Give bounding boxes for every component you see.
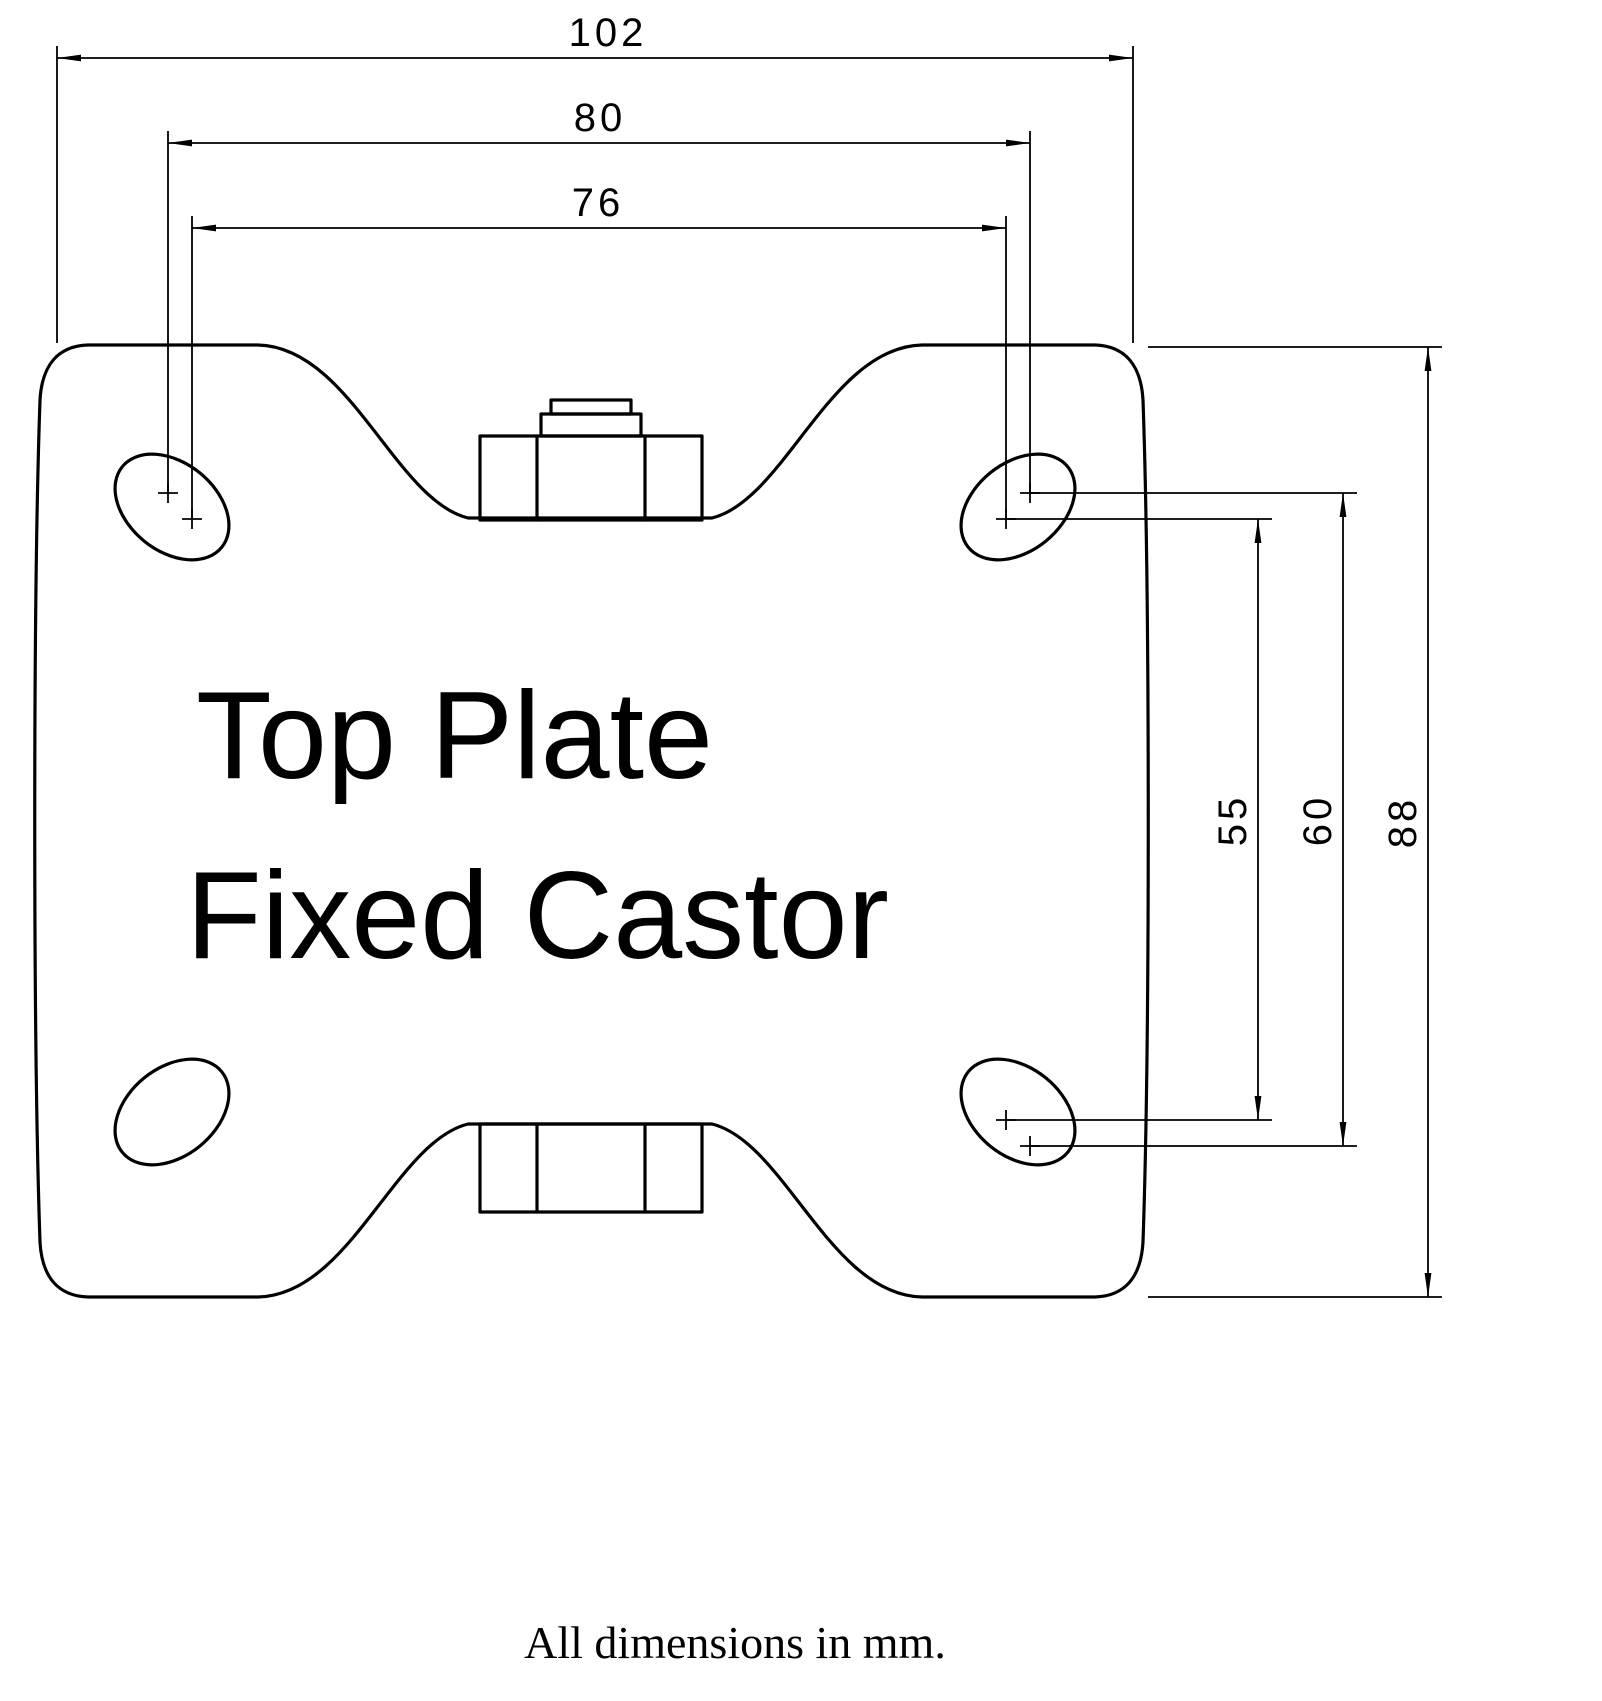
units-caption: All dimensions in mm. [524, 1617, 946, 1668]
bolt-hole-top-left [113, 452, 231, 562]
hex-nut-top [478, 398, 704, 522]
plate-title: Top Plate Fixed Castor [186, 667, 889, 985]
bolt-hole-bottom-left [113, 1057, 231, 1167]
bolt-tip-top-thread [549, 398, 633, 416]
bolt-hole-bottom-right [959, 1057, 1077, 1167]
dimension-overall-width: 102 [56, 11, 1134, 343]
dimension-bolt-spacing-inner-y: 55 [1006, 518, 1272, 1121]
bolt-hole-top-right [959, 452, 1077, 562]
hex-nut-bottom-body [478, 1122, 704, 1214]
dimension-label-bolt-spacing-outer-x: 80 [574, 96, 627, 140]
dimension-label-bolt-spacing-outer-y: 60 [1296, 794, 1340, 847]
dimension-bolt-spacing-outer-y: 60 [1030, 492, 1357, 1147]
dimension-label-bolt-spacing-inner-y: 55 [1211, 794, 1255, 847]
plate-outline [33, 343, 1150, 1299]
plate-title-line1: Top Plate [196, 667, 713, 805]
hex-nut-bottom [478, 1122, 704, 1214]
hex-nut-top-body [478, 434, 704, 522]
bolt-holes [113, 452, 1077, 1167]
dimension-label-overall-height: 88 [1381, 796, 1425, 849]
plate-title-line2: Fixed Castor [186, 847, 889, 985]
dimension-label-bolt-spacing-inner-x: 76 [572, 181, 625, 225]
hole-center-cross-marks [158, 483, 1040, 1156]
dimension-label-overall-width: 102 [569, 11, 648, 55]
top-plate-body [33, 343, 1150, 1299]
dimension-overall-height: 88 [1148, 346, 1442, 1298]
dimension-bolt-spacing-outer-x: 80 [167, 96, 1031, 493]
dimension-bolt-spacing-inner-x: 76 [191, 181, 1007, 519]
bolt-tip-top-collar [539, 412, 643, 438]
